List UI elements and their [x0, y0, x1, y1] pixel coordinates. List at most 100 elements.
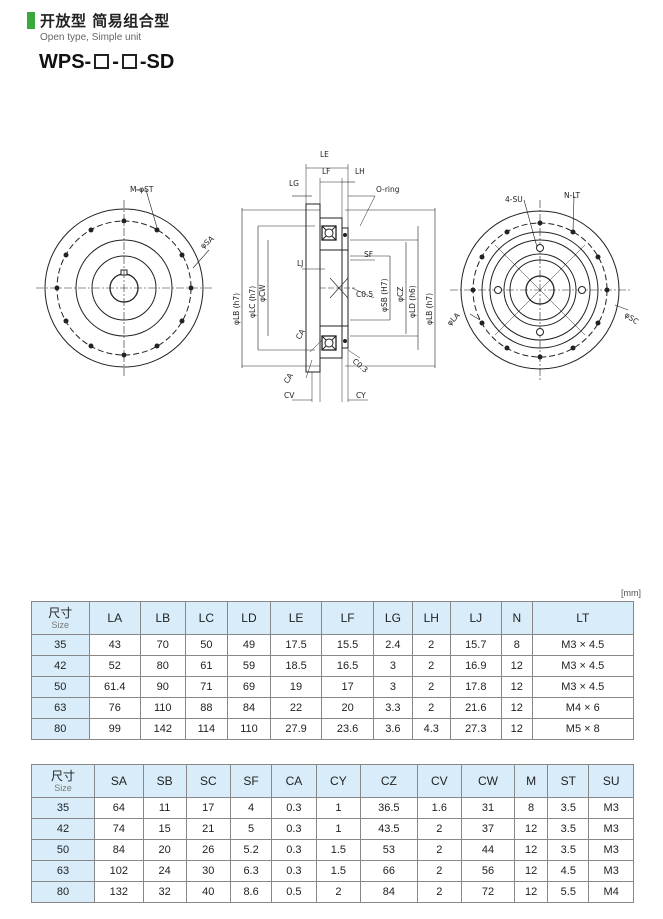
column-header: CZ — [360, 764, 418, 798]
section-view — [241, 164, 436, 402]
table-cell: 3.5 — [547, 818, 590, 840]
table-cell: 1 — [315, 797, 362, 819]
table-cell: 2 — [416, 818, 463, 840]
label-lb-right: φLB (h7) — [425, 293, 434, 325]
table-cell: 17 — [185, 797, 232, 819]
label-c03: C0.3 — [351, 357, 370, 375]
table-cell: 17.8 — [449, 676, 503, 698]
table-cell: 61 — [184, 655, 229, 677]
table-cell: 0.5 — [271, 881, 317, 903]
table-cell: M3 — [588, 797, 634, 819]
column-header: SA — [93, 764, 144, 798]
model-placeholder-box — [94, 54, 110, 69]
table-cell: 6.3 — [230, 860, 273, 882]
table-cell: 5.5 — [547, 881, 590, 903]
table-cell: M3 — [588, 860, 634, 882]
table-cell: M5 × 8 — [531, 718, 634, 740]
table-cell: 2 — [416, 860, 463, 882]
label-sf: SF — [364, 250, 373, 259]
table-cell: 3.5 — [547, 839, 590, 861]
label-ld: φLD (h6) — [408, 285, 417, 318]
front-view-left — [36, 189, 212, 376]
table-cell: 1.5 — [315, 839, 362, 861]
table-cell: 2.4 — [372, 634, 413, 656]
table-cell: 1 — [315, 818, 362, 840]
model-suffix: -SD — [139, 51, 175, 73]
table-cell: 21.6 — [449, 697, 503, 719]
size-cell: 80 — [31, 881, 95, 903]
table-cell: 24 — [142, 860, 187, 882]
column-header: LT — [531, 601, 634, 635]
table-cell: 5 — [230, 818, 273, 840]
table-cell: 32 — [142, 881, 187, 903]
table-cell: 0.3 — [271, 860, 317, 882]
label-cw: φCW — [258, 284, 267, 302]
table-cell: 99 — [88, 718, 142, 740]
table-cell: 59 — [227, 655, 271, 677]
table-cell: 15.7 — [449, 634, 503, 656]
table-cell: M4 × 6 — [531, 697, 634, 719]
table-cell: 17 — [321, 676, 374, 698]
table-cell: 76 — [88, 697, 142, 719]
column-header: CV — [416, 764, 463, 798]
model-prefix: WPS- — [39, 51, 92, 73]
label-ca-lower: CA — [282, 371, 295, 385]
column-header: LA — [88, 601, 142, 635]
column-header: LD — [227, 601, 271, 635]
table-cell: 0.3 — [271, 818, 317, 840]
table-cell: 88 — [184, 697, 229, 719]
front-view-right — [450, 195, 630, 380]
table-cell: 1.6 — [416, 797, 463, 819]
label-la: φLA — [445, 310, 462, 327]
table-cell: 4.3 — [411, 718, 451, 740]
table-cell: 21 — [185, 818, 232, 840]
table-cell: 4 — [230, 797, 273, 819]
table-cell: M4 — [588, 881, 634, 903]
size-cell: 42 — [31, 655, 90, 677]
column-header: LG — [372, 601, 413, 635]
table-cell: 84 — [360, 881, 418, 903]
table-cell: 37 — [461, 818, 515, 840]
column-header: LB — [140, 601, 186, 635]
table-cell: 114 — [184, 718, 229, 740]
table-cell: M3 — [588, 839, 634, 861]
table-cell: 80 — [140, 655, 186, 677]
column-header: SU — [588, 764, 634, 798]
table-cell: 102 — [93, 860, 144, 882]
table-cell: 12 — [501, 655, 533, 677]
label-sc: φSC — [623, 310, 640, 326]
label-lg: LG — [289, 179, 299, 188]
size-cell: 50 — [31, 676, 90, 698]
table-cell: 15.5 — [321, 634, 374, 656]
label-lb: φLB (h7) — [232, 293, 241, 325]
header-accent-bar — [27, 12, 35, 29]
model-number: WPS---SD — [39, 51, 174, 74]
table-cell: 3.3 — [372, 697, 413, 719]
size-cell: 42 — [31, 818, 95, 840]
label-sa: φSA — [199, 233, 217, 250]
table-cell: 20 — [321, 697, 374, 719]
label-lh: LH — [355, 167, 365, 176]
table-cell: 22 — [269, 697, 323, 719]
table-cell: 3.5 — [547, 797, 590, 819]
table-cell: 36.5 — [360, 797, 418, 819]
column-header: LE — [269, 601, 323, 635]
size-cell: 63 — [31, 860, 95, 882]
table-cell: 40 — [185, 881, 232, 903]
label-st: M-φST — [130, 185, 154, 194]
label-oring: O-ring — [376, 185, 400, 194]
table-cell: 19 — [269, 676, 323, 698]
column-header: CA — [271, 764, 317, 798]
